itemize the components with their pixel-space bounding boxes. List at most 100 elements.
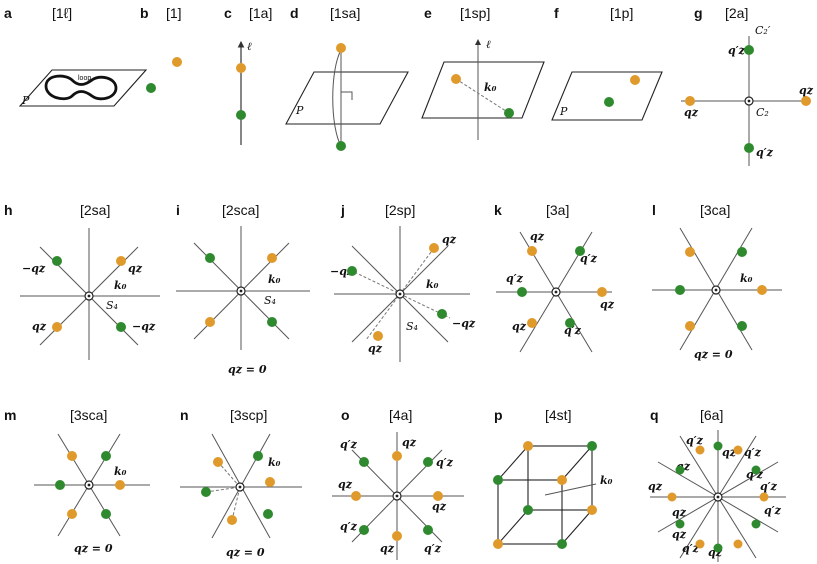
axis-label-e: ℓ [486, 38, 491, 51]
green-atom [604, 97, 614, 107]
q-label-8: qz [672, 506, 687, 519]
panel-k: qz q′z q′z qz qz q′z [496, 230, 615, 353]
panel-g: C₂′ q′z qz qz C₂ q′z [681, 24, 814, 166]
green-atom [751, 465, 761, 475]
panel-j: qz −qz k₀ S₄ −qz qz [330, 226, 476, 362]
panel-b-code: [1] [166, 5, 182, 21]
q-label-11: q′z [682, 542, 700, 555]
plane-f [551, 71, 663, 121]
qz-label-k-1: qz [530, 230, 545, 243]
cube-edge [497, 509, 529, 545]
panel-l: k₀ qz = 0 [652, 227, 782, 361]
orange-atom [685, 96, 695, 106]
panel-o: q′z qz q′z qz qz q′z qz q′z [332, 432, 464, 560]
panel-f: P [551, 71, 663, 121]
panel-f-letter: f [554, 5, 559, 21]
q-label-10: qz [672, 528, 687, 541]
q-label-1: q′z [686, 434, 704, 447]
qz-label-h-1: qz [128, 262, 143, 275]
panel-a-letter: a [4, 5, 12, 21]
center-dot-o [395, 494, 399, 498]
orange-atom [801, 96, 811, 106]
orange-atom [733, 445, 743, 455]
panel-m: k₀ qz = 0 [34, 433, 150, 555]
orange-atom [433, 491, 443, 501]
plane-label-f: P [559, 105, 568, 118]
panel-f-code: [1p] [610, 5, 633, 21]
axis-label-c: ℓ [247, 40, 252, 53]
orange-atom [172, 57, 182, 67]
green-atom [101, 451, 111, 461]
qz-label-o-2: qz [338, 478, 353, 491]
panel-c-code: [1a] [249, 5, 272, 21]
panel-q: q′z qz q′z qz q′z qz q′z qz q′z qz q′z q… [648, 430, 786, 562]
green-atom [744, 45, 754, 55]
panel-g-letter: g [694, 5, 703, 21]
s4-label-i: S₄ [264, 294, 276, 307]
cube-edge [561, 445, 593, 481]
green-atom [557, 539, 567, 549]
green-atom [146, 83, 156, 93]
center-dot-l [714, 288, 718, 292]
orange-atom [351, 491, 361, 501]
green-atom [267, 317, 277, 327]
q-label-3: q′z [744, 446, 762, 459]
center-dot-n [238, 485, 242, 489]
center-dot-h [87, 294, 91, 298]
green-atom [575, 246, 585, 256]
orange-atom [267, 253, 277, 263]
orange-atom [429, 243, 439, 253]
qz0-label-n: qz = 0 [226, 546, 265, 559]
neg-qz-label-h-2: −qz [132, 320, 156, 333]
q-label-9: q′z [764, 504, 782, 517]
panel-a-code: [1ℓ] [52, 5, 72, 21]
orange-atom [493, 539, 503, 549]
neg-qz-label-j-2: −qz [452, 317, 476, 330]
orange-atom [227, 515, 237, 525]
qz-prime-label-o-3: q′z [340, 520, 358, 533]
qz-label-h-2: qz [32, 320, 47, 333]
panel-j-letter: j [340, 202, 345, 218]
orange-atom [667, 492, 677, 502]
green-atom [744, 143, 754, 153]
green-atom [101, 509, 111, 519]
panel-d-letter: d [290, 5, 299, 21]
qz-label-k-3: qz [512, 320, 527, 333]
plane-a [18, 69, 148, 107]
orange-atom [115, 480, 125, 490]
plane-d [285, 71, 409, 125]
panel-n: k₀ qz = 0 [180, 433, 302, 559]
panel-m-code: [3sca] [70, 407, 107, 423]
cube-edge [497, 445, 529, 481]
panel-h: qz −qz k₀ S₄ qz −qz [20, 228, 160, 360]
q-label-6: qz [648, 480, 663, 493]
green-atom [336, 141, 346, 151]
orange-atom [451, 74, 461, 84]
qz-label-j-2: qz [368, 342, 383, 355]
s4-label-j: S₄ [406, 320, 418, 333]
k0-label-i: k₀ [268, 273, 281, 286]
pair-link-n-2 [205, 486, 241, 493]
green-atom [253, 451, 263, 461]
pair-link-e [455, 78, 510, 114]
orange-atom [67, 509, 77, 519]
panel-b-letter: b [140, 5, 149, 21]
panel-k-letter: k [494, 202, 502, 218]
plane-label-a: P [21, 94, 30, 107]
green-atom [52, 256, 62, 266]
green-atom [423, 525, 433, 535]
green-atom [55, 480, 65, 490]
qz-prime-bottom-g: q′z [756, 146, 774, 159]
orange-atom [587, 505, 597, 515]
qz-prime-label-o-1: q′z [340, 438, 358, 451]
k0-pointer [544, 483, 597, 496]
panel-k-code: [3a] [546, 202, 569, 218]
green-atom [737, 247, 747, 257]
panel-p-code: [4st] [545, 407, 571, 423]
qz-label-j-1: qz [442, 233, 457, 246]
cube-front-face [497, 479, 563, 545]
qz-prime-label-o-4: q′z [424, 542, 442, 555]
s4-label-h: S₄ [106, 299, 118, 312]
k0-label-h: k₀ [114, 279, 127, 292]
center-dot-g [747, 99, 751, 103]
